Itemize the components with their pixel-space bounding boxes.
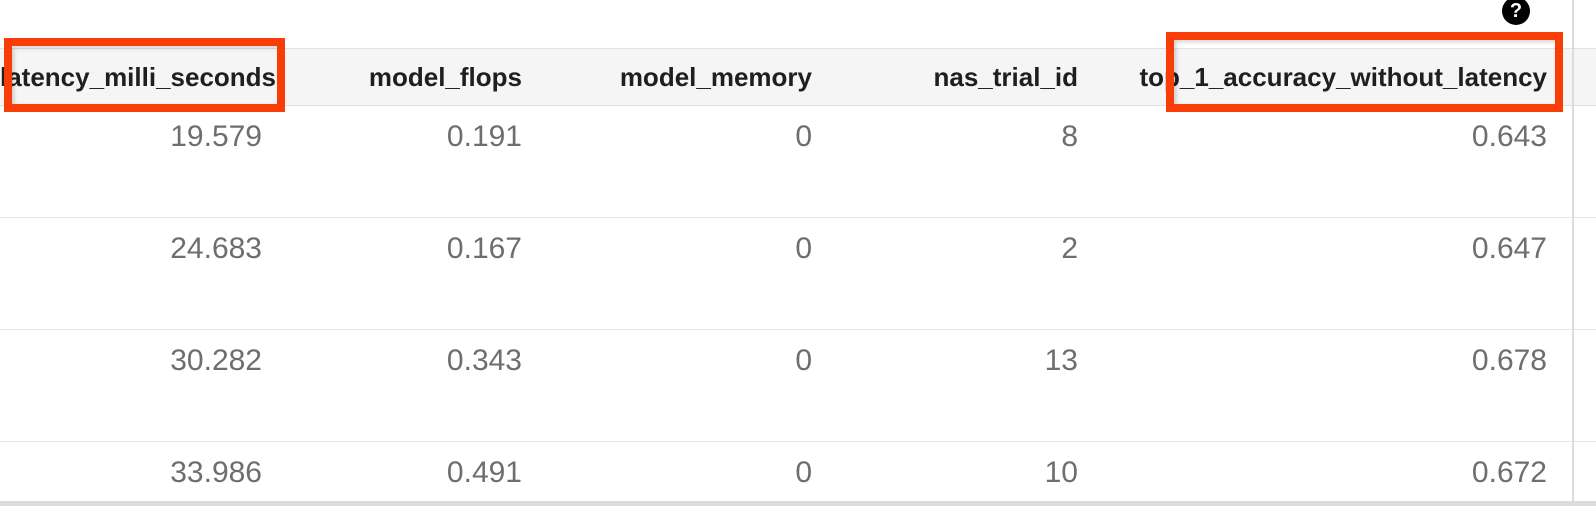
column-header-nas-trial-id[interactable]: nas_trial_id (842, 48, 1108, 106)
cell-clipped (1573, 329, 1596, 442)
cell-latency: 30.282 (0, 329, 292, 442)
help-icon[interactable]: ? (1502, 0, 1530, 25)
table-header-row: latency_milli_seconds model_flops model_… (0, 48, 1596, 106)
column-header-model-memory[interactable]: model_memory (552, 48, 842, 106)
cell-model-flops: 0.167 (292, 217, 552, 330)
cell-clipped (1573, 105, 1596, 218)
cell-nas-trial-id: 13 (842, 329, 1108, 442)
column-header-clipped (1573, 48, 1596, 106)
cell-model-flops: 0.343 (292, 329, 552, 442)
column-header-top-1-accuracy-without-latency[interactable]: top_1_accuracy_without_latency (1108, 48, 1573, 106)
cell-model-memory: 0 (552, 217, 842, 330)
cell-latency: 19.579 (0, 105, 292, 218)
cell-model-memory: 0 (552, 105, 842, 218)
cell-top-1-accuracy: 0.643 (1108, 105, 1573, 218)
cell-top-1-accuracy: 0.647 (1108, 217, 1573, 330)
column-header-latency-milli-seconds[interactable]: latency_milli_seconds (0, 48, 292, 106)
table-row: 19.579 0.191 0 8 0.643 (0, 105, 1596, 218)
cell-top-1-accuracy: 0.678 (1108, 329, 1573, 442)
horizontal-scrollbar[interactable] (0, 501, 1596, 506)
cell-model-flops: 0.191 (292, 105, 552, 218)
cell-clipped (1573, 441, 1596, 516)
cell-model-memory: 0 (552, 329, 842, 442)
table-row: 24.683 0.167 0 2 0.647 (0, 217, 1596, 330)
nas-trials-table: latency_milli_seconds model_flops model_… (0, 48, 1596, 516)
column-header-model-flops[interactable]: model_flops (292, 48, 552, 106)
cell-clipped (1573, 217, 1596, 330)
table-right-divider (1572, 0, 1574, 501)
cell-latency: 24.683 (0, 217, 292, 330)
cell-nas-trial-id: 2 (842, 217, 1108, 330)
cell-nas-trial-id: 8 (842, 105, 1108, 218)
table-row: 30.282 0.343 0 13 0.678 (0, 329, 1596, 442)
